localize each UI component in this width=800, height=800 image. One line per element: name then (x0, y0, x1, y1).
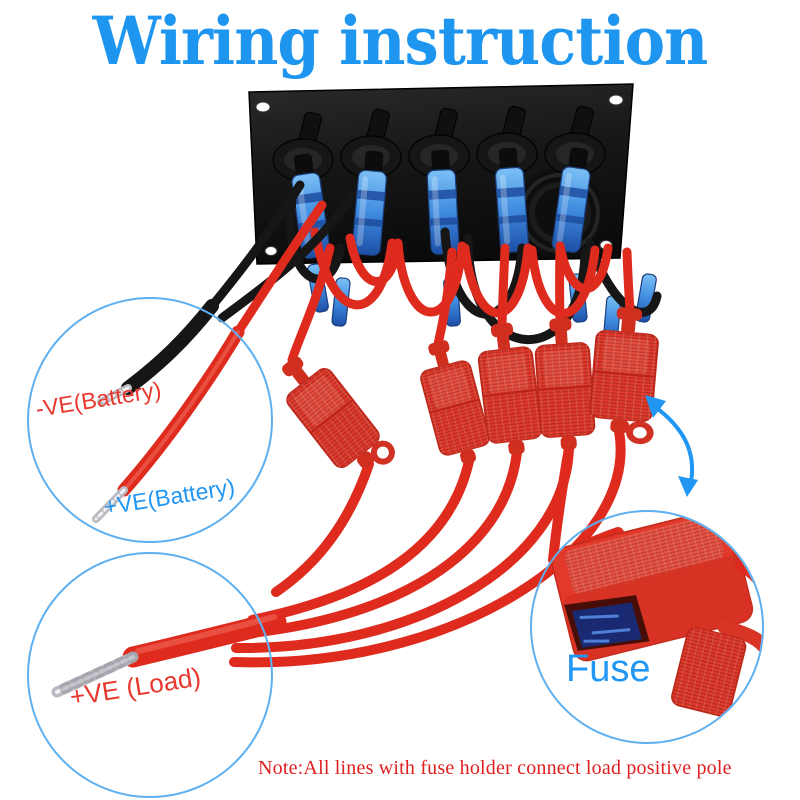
panel-screw-hole (255, 101, 271, 113)
fuse-holders (282, 307, 659, 469)
rocker-switch (340, 108, 402, 256)
zoom-arrow-icon (645, 395, 698, 497)
page-title: Wiring instruction (92, 2, 709, 80)
switch-connector (426, 149, 460, 255)
blade-fuse (571, 602, 642, 648)
switch-connector (351, 150, 387, 256)
fuse-holder (589, 307, 659, 445)
switch-connector (551, 147, 591, 253)
load-callout-circle (27, 552, 273, 798)
fuse-callout-content (547, 512, 762, 717)
panel-screw-hole (264, 246, 278, 256)
fuse-holder (534, 317, 596, 451)
fuse-holder-cap (671, 626, 747, 717)
fuse-label: Fuse (566, 648, 651, 690)
battery-callout-circle (27, 297, 273, 543)
fuse-holder (477, 322, 543, 455)
battery-positive-wire (92, 200, 327, 523)
switch-connector (494, 147, 529, 253)
fuse-holder (420, 340, 490, 464)
battery-negative-wire (97, 180, 357, 406)
fuse-callout-circle (530, 510, 764, 744)
fuse-holder (282, 356, 395, 469)
panel-screw-hole (608, 94, 624, 106)
note-text: Note:All lines with fuse holder connect … (258, 757, 732, 779)
rocker-switches (272, 105, 606, 259)
rocker-switch (476, 105, 538, 253)
load-wire (51, 611, 287, 698)
load-wires-bundle (229, 426, 626, 668)
rocker-switch (408, 107, 470, 255)
rocker-switch (544, 105, 606, 253)
